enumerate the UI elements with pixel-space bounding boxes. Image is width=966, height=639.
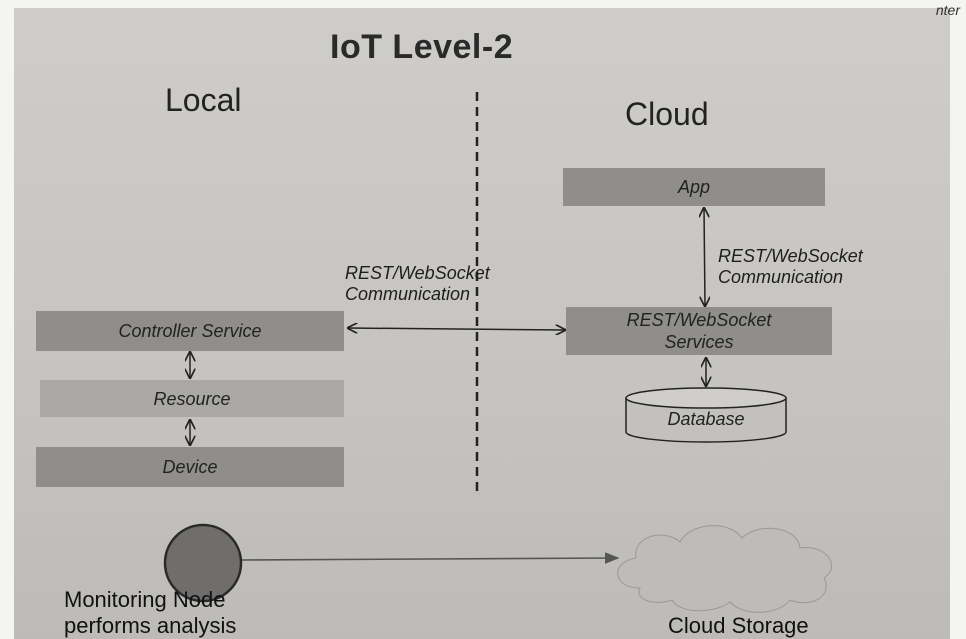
corner-text: nter (935, 2, 960, 18)
database-cylinder (625, 387, 787, 443)
app-link-arrow (704, 208, 705, 306)
services-label-line2: Services (664, 332, 734, 352)
services-label-line1: REST/WebSocket (626, 310, 772, 330)
app-link-label-line2: Communication (718, 267, 844, 287)
app-label: App (677, 177, 711, 197)
resource-box: Resource (40, 380, 344, 417)
monitoring-node-label-line2: performs analysis (64, 613, 237, 638)
cloud-storage-label: Cloud Storage (668, 613, 809, 638)
controller-service-label: Controller Service (118, 321, 262, 341)
monitoring-node-label: Monitoring Node performs analysis (64, 587, 236, 639)
app-link-label: REST/WebSocket Communication (718, 246, 863, 288)
monitoring-node-circle (163, 523, 243, 603)
resource-label: Resource (153, 388, 231, 409)
controller-service-box: Controller Service (36, 311, 344, 351)
database-label: Database (667, 409, 745, 429)
rest-websocket-services-box: REST/WebSocket Services (566, 307, 832, 355)
cloud-storage-shape (617, 525, 833, 613)
center-link-label: REST/WebSocket Communication (345, 263, 490, 305)
center-link-arrow (348, 328, 565, 330)
cloud-heading: Cloud (625, 96, 709, 132)
monitoring-node-label-line1: Monitoring Node (64, 587, 226, 612)
device-label: Device (162, 457, 218, 477)
app-link-label-line1: REST/WebSocket (718, 246, 863, 266)
page-edge-left (0, 0, 14, 639)
page-edge-right (950, 0, 966, 639)
device-box: Device (36, 447, 344, 487)
database-label-box: Database (626, 404, 786, 434)
center-link-label-line2: Communication (345, 284, 471, 304)
page-edge-top (0, 0, 966, 8)
center-link-label-line1: REST/WebSocket (345, 263, 490, 283)
local-heading: Local (165, 82, 242, 118)
diagram-title: IoT Level-2 (330, 28, 514, 66)
app-box: App (563, 168, 825, 206)
monitoring-to-cloud-arrow (241, 552, 620, 564)
